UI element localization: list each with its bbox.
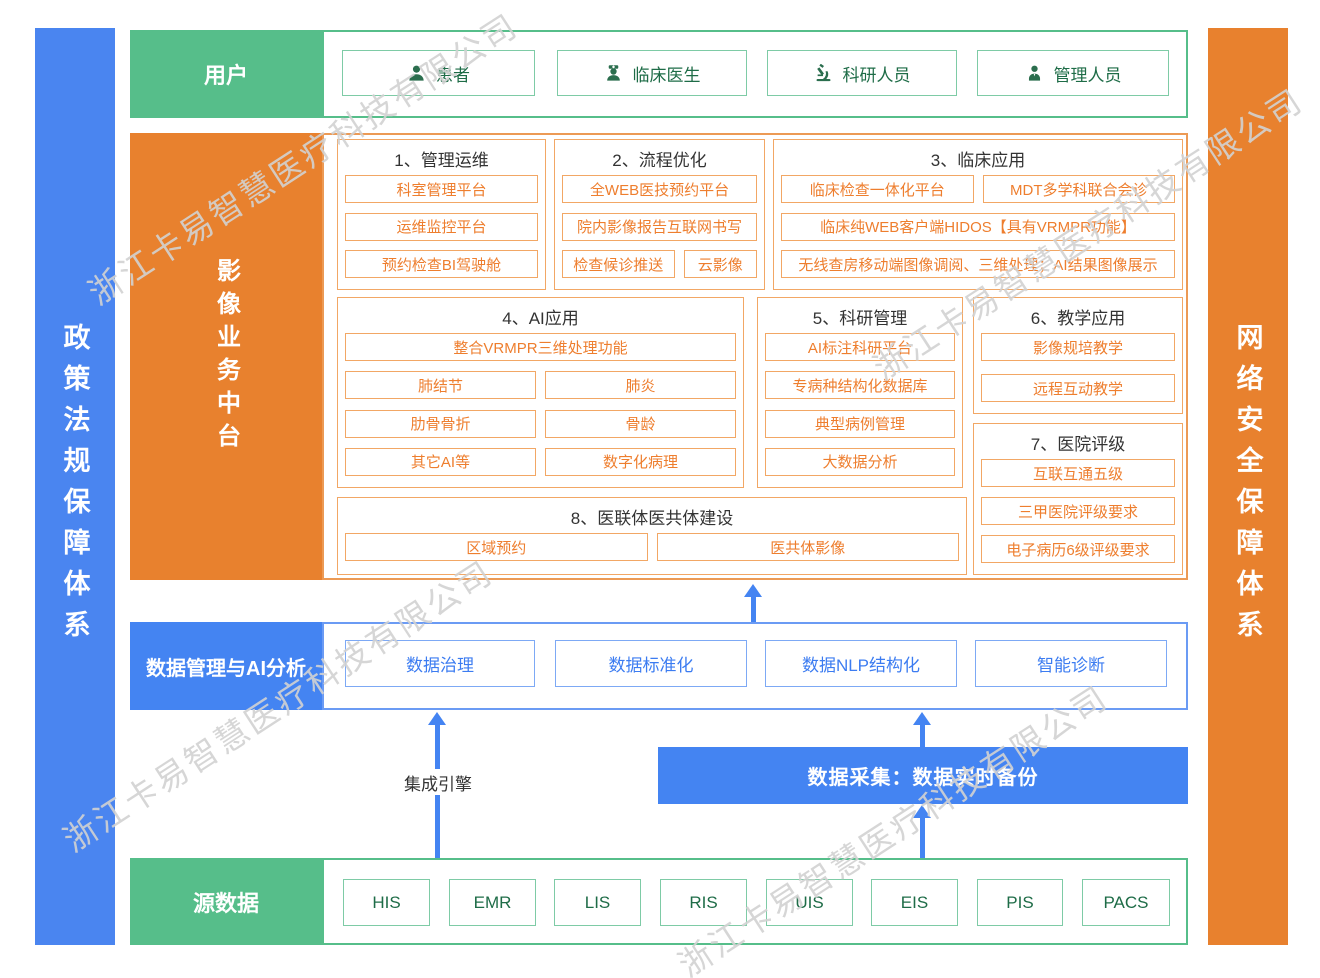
arrow-collection-to-dataai-line	[920, 724, 925, 748]
integration-engine-label: 集成引擎	[394, 769, 482, 795]
section-title: 1、管理运维	[394, 150, 489, 170]
capability-item: AI标注科研平台	[765, 333, 955, 361]
capability-item: MDT多学科联合会诊	[982, 175, 1175, 203]
doctor-icon	[604, 64, 623, 83]
source-data-label: 源数据	[130, 858, 322, 945]
capability-item: 院内影像报告互联网书写	[562, 212, 757, 241]
capability-item: 预约检查BI驾驶舱	[345, 250, 538, 278]
capability-item: 运维监控平台	[345, 212, 538, 241]
capability-item: 无线查房移动端图像调阅、三维处理；AI结果图像展示	[781, 250, 1175, 278]
imaging-platform-label-text: 影像业务中台	[212, 257, 240, 456]
capability-item: 医共体影像	[656, 533, 959, 561]
capability-item: 数字化病理	[545, 447, 736, 476]
capability-item: 骨龄	[545, 409, 736, 438]
capability-item: 三甲医院评级要求	[981, 497, 1175, 525]
section-title: 7、医院评级	[1030, 434, 1126, 454]
capability-item: 肋骨骨折	[345, 409, 536, 438]
capability-item: 区域预约	[345, 533, 648, 561]
source-system-eis: EIS	[871, 879, 958, 926]
section-management-ops: 1、管理运维 科室管理平台 运维监控平台 预约检查BI驾驶舱	[337, 139, 546, 290]
data-ai-item: 智能诊断	[975, 640, 1167, 687]
capability-item: 科室管理平台	[345, 175, 538, 203]
arrow-collection-to-dataai	[913, 712, 931, 725]
capability-item: 临床检查一体化平台	[781, 175, 974, 203]
section-title: 2、流程优化	[612, 150, 707, 170]
source-system-his: HIS	[343, 879, 430, 926]
capability-item: 远程互动教学	[981, 374, 1175, 402]
integration-engine-arrow	[428, 712, 446, 725]
data-ai-label: 数据管理与AI分析	[130, 622, 322, 710]
capability-item: 大数据分析	[765, 447, 955, 476]
section-title: 8、医联体医共体建设	[570, 508, 734, 528]
section-title: 5、科研管理	[812, 308, 908, 328]
arrow-to-imaging-platform	[744, 584, 762, 597]
capability-item: 全WEB医技预约平台	[562, 175, 757, 203]
arrow-to-imaging-platform-line	[751, 596, 756, 622]
user-item-researcher: 科研人员	[767, 50, 957, 96]
section-research-management: 5、科研管理 AI标注科研平台 专病种结构化数据库 典型病例管理 大数据分析	[757, 297, 963, 488]
section-clinical-application: 3、临床应用 临床检查一体化平台 MDT多学科联合会诊 临床纯WEB客户端HID…	[773, 139, 1183, 290]
user-item-label: 管理人员	[1053, 65, 1122, 85]
arrow-source-to-collection-line	[920, 817, 925, 859]
capability-item: 肺结节	[345, 371, 536, 400]
capability-item: 典型病例管理	[765, 409, 955, 438]
imaging-platform-label: 影像业务中台	[130, 133, 322, 580]
section-medical-alliance: 8、医联体医共体建设 区域预约 医共体影像	[337, 497, 967, 575]
capability-item: 检查候诊推送	[562, 250, 675, 278]
data-ai-item: 数据治理	[345, 640, 535, 687]
source-system-uis: UIS	[766, 879, 853, 926]
capability-item: 整合VRMPR三维处理功能	[345, 333, 736, 361]
data-ai-item: 数据NLP结构化	[765, 640, 957, 687]
section-process-optimization: 2、流程优化 全WEB医技预约平台 院内影像报告互联网书写 检查候诊推送 云影像	[554, 139, 765, 290]
user-item-clinician: 临床医生	[557, 50, 747, 96]
section-hospital-rating: 7、医院评级 互联互通五级 三甲医院评级要求 电子病历6级评级要求	[973, 423, 1183, 575]
microscope-icon	[814, 63, 833, 83]
data-ai-item: 数据标准化	[555, 640, 747, 687]
policy-regulation-label: 政策法规保障体系	[59, 322, 90, 651]
capability-item: 肺炎	[545, 371, 736, 400]
section-title: 6、教学应用	[1030, 308, 1126, 328]
source-system-pacs: PACS	[1082, 879, 1170, 926]
section-title: 3、临床应用	[930, 150, 1026, 170]
user-item-patient: 患者	[342, 50, 535, 96]
user-item-label: 患者	[436, 65, 470, 85]
section-ai-application: 4、AI应用 整合VRMPR三维处理功能 肺结节 肺炎 肋骨骨折 骨龄 其它AI…	[337, 297, 744, 488]
capability-item: 云影像	[683, 250, 757, 278]
arrow-source-to-collection	[913, 805, 931, 818]
network-security-bar: 网络安全保障体系	[1208, 28, 1288, 945]
patient-icon	[407, 64, 426, 83]
capability-item: 临床纯WEB客户端HIDOS【具有VRMPR功能】	[781, 212, 1175, 241]
source-system-lis: LIS	[554, 879, 641, 926]
network-security-label: 网络安全保障体系	[1232, 322, 1263, 651]
section-title: 4、AI应用	[502, 308, 579, 328]
user-item-admin: 管理人员	[977, 50, 1169, 96]
source-system-emr: EMR	[449, 879, 536, 926]
policy-regulation-bar: 政策法规保障体系	[35, 28, 115, 945]
capability-item: 互联互通五级	[981, 459, 1175, 487]
user-item-label: 临床医生	[632, 65, 701, 85]
user-item-label: 科研人员	[842, 65, 911, 85]
data-collection-bar: 数据采集：数据实时备份	[658, 747, 1188, 804]
users-row-label: 用户	[130, 30, 322, 118]
section-teaching-application: 6、教学应用 影像规培教学 远程互动教学	[973, 297, 1183, 414]
source-system-pis: PIS	[977, 879, 1063, 926]
capability-item: 专病种结构化数据库	[765, 371, 955, 400]
capability-item: 影像规培教学	[981, 333, 1175, 361]
admin-icon	[1025, 64, 1044, 83]
source-system-ris: RIS	[660, 879, 747, 926]
capability-item: 其它AI等	[345, 447, 536, 476]
capability-item: 电子病历6级评级要求	[981, 535, 1175, 563]
